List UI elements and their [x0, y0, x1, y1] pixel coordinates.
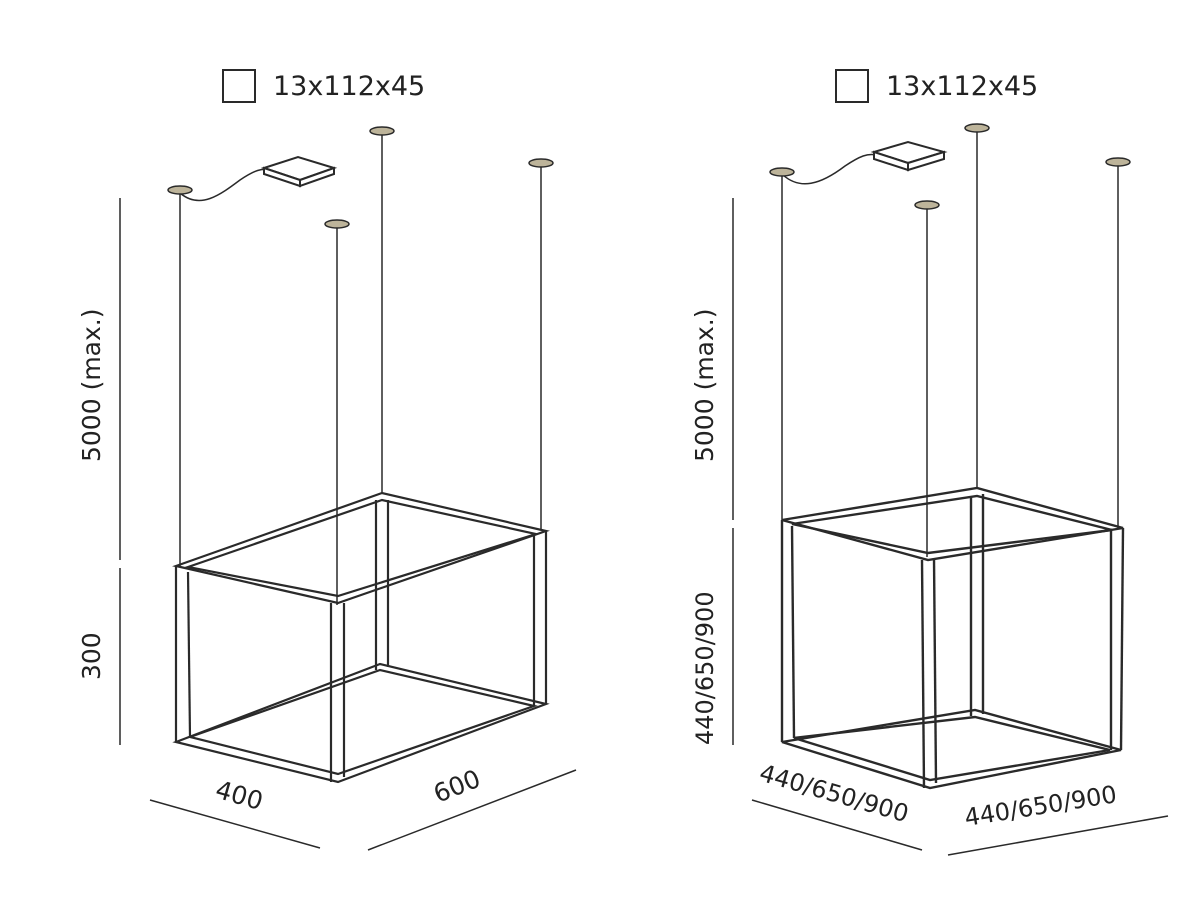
right-width-label: 440/650/900	[963, 780, 1119, 832]
left-dimension-lines	[119, 198, 577, 851]
left-driver-label: 13x112x45	[273, 71, 425, 102]
left-width-label: 600	[429, 764, 484, 809]
left-power-cord	[179, 168, 271, 202]
left-ceiling-rose-icon-2	[324, 219, 350, 229]
right-product: 13x112x45	[690, 69, 1169, 856]
right-frame-height-label: 440/650/900	[691, 591, 719, 745]
left-suspension-cables	[179, 135, 542, 605]
right-depth-label: 440/650/900	[756, 759, 911, 828]
left-product: 13x112x45	[77, 69, 577, 851]
left-ceiling-rose-icon-3	[369, 126, 395, 136]
right-ceiling-rose-icon-2	[914, 200, 940, 210]
left-cable-height-label: 5000 (max.)	[77, 309, 106, 463]
left-driver-legend-square	[222, 69, 256, 103]
right-ceiling-rose-icon-1	[769, 167, 795, 177]
right-cube-frame-icon	[780, 486, 1125, 790]
right-suspension-cables	[781, 132, 1119, 557]
left-driver-box-icon	[260, 155, 338, 188]
right-driver-legend-square	[835, 69, 869, 103]
left-ceiling-rose-icon-4	[528, 158, 554, 168]
right-ceiling-rose-icon-4	[1105, 157, 1131, 167]
right-driver-box-icon	[870, 140, 948, 172]
left-rectangular-frame-icon	[172, 491, 550, 784]
left-depth-label: 400	[212, 775, 266, 816]
right-driver-label: 13x112x45	[886, 71, 1038, 102]
left-frame-height-label: 300	[77, 632, 106, 680]
left-ceiling-rose-icon-1	[167, 185, 193, 195]
right-dimension-lines	[732, 198, 1169, 856]
right-ceiling-rose-icon-3	[964, 123, 990, 133]
right-power-cord	[782, 153, 877, 185]
right-cable-height-label: 5000 (max.)	[690, 309, 719, 463]
